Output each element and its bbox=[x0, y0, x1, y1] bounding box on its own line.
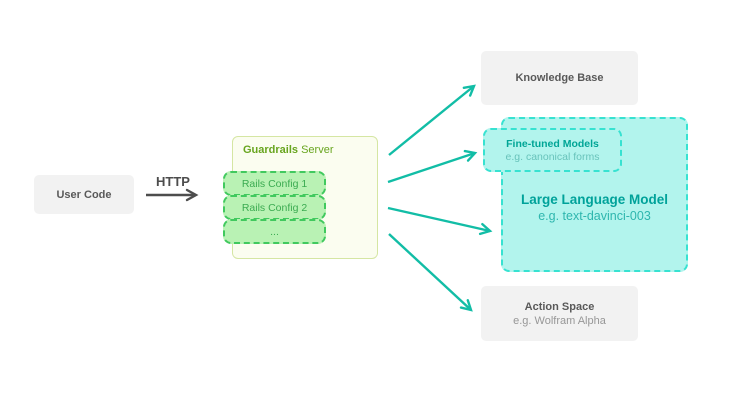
rails-config-1-pill: Rails Config 1 bbox=[223, 171, 326, 196]
arrow-to-fine-tuned-models bbox=[387, 149, 478, 184]
fine-tuned-models-box: Fine-tuned Models e.g. canonical forms bbox=[483, 128, 622, 172]
rails-config-2-label: Rails Config 2 bbox=[241, 201, 308, 214]
user-code-label: User Code bbox=[56, 188, 112, 201]
large-language-model-text: Large Language Model e.g. text-davinci-0… bbox=[503, 191, 686, 225]
action-space-subtitle: e.g. Wolfram Alpha bbox=[513, 314, 606, 327]
rails-config-ellipsis-label: ... bbox=[270, 225, 279, 238]
guardrails-server-box: Guardrails Server bbox=[232, 136, 378, 259]
rails-config-ellipsis-pill: ... bbox=[223, 219, 326, 244]
arrow-to-action-space bbox=[388, 233, 473, 312]
guardrails-server-title-regular: Server bbox=[298, 144, 334, 156]
fine-tuned-models-title: Fine-tuned Models bbox=[506, 137, 599, 150]
http-label: HTTP bbox=[156, 174, 190, 189]
guardrails-server-title-bold: Guardrails bbox=[243, 144, 299, 156]
arrow-to-knowledge-base bbox=[388, 84, 476, 156]
arrow-to-large-language-model bbox=[387, 206, 493, 236]
fine-tuned-models-subtitle: e.g. canonical forms bbox=[505, 150, 600, 163]
knowledge-base-box: Knowledge Base bbox=[481, 51, 638, 105]
action-space-box: Action Space e.g. Wolfram Alpha bbox=[481, 286, 638, 341]
action-space-title: Action Space bbox=[524, 300, 595, 313]
knowledge-base-label: Knowledge Base bbox=[515, 72, 604, 84]
guardrails-server-title: Guardrails Server bbox=[243, 144, 334, 156]
large-language-model-subtitle: e.g. text-davinci-003 bbox=[538, 209, 651, 223]
user-code-box: User Code bbox=[34, 175, 134, 214]
rails-config-1-label: Rails Config 1 bbox=[241, 177, 308, 190]
large-language-model-title: Large Language Model bbox=[520, 192, 669, 207]
rails-config-2-pill: Rails Config 2 bbox=[223, 195, 326, 220]
